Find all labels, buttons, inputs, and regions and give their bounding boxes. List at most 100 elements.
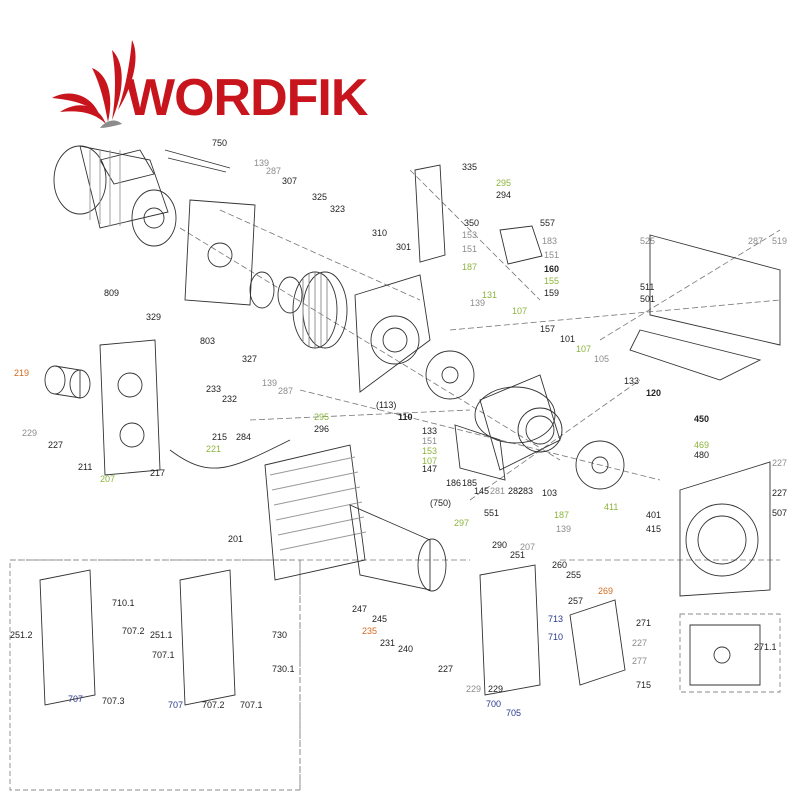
part-label: 153: [462, 230, 477, 240]
part-label: 131: [482, 290, 497, 300]
part-label: 290: [492, 540, 507, 550]
part-label: 809: [104, 288, 119, 298]
part-label: 310: [372, 228, 387, 238]
part-label: 271.1: [754, 642, 777, 652]
part-label: 551: [484, 508, 499, 518]
part-label: 705: [506, 708, 521, 718]
part-label: 207: [520, 542, 535, 552]
part-label: 107: [422, 456, 437, 466]
part-label: 229: [466, 684, 481, 694]
part-label: 247: [352, 604, 367, 614]
part-label: 183: [542, 236, 557, 246]
part-label: 287: [278, 386, 293, 396]
part-label: 151: [422, 436, 437, 446]
part-label: 519: [772, 236, 787, 246]
part-label: 227: [632, 638, 647, 648]
part-label: 803: [200, 336, 215, 346]
part-label: 707.2: [202, 700, 225, 710]
part-label: 295: [496, 178, 511, 188]
part-label: 715: [636, 680, 651, 690]
part-label: 103: [542, 488, 557, 498]
part-label: 211: [78, 462, 92, 472]
part-label: 260: [552, 560, 567, 570]
part-label: 297: [454, 518, 469, 528]
part-label: 401: [646, 510, 661, 520]
part-label: 187: [554, 510, 569, 520]
part-label: 277: [632, 656, 647, 666]
part-label: 160: [544, 264, 559, 274]
part-label: 231: [380, 638, 395, 648]
part-label: 233: [206, 384, 221, 394]
part-label: (750): [430, 498, 451, 508]
part-label: 120: [646, 388, 661, 398]
part-label: 296: [314, 424, 329, 434]
part-label: 157: [540, 324, 555, 334]
brand-name: WORDFIK: [126, 69, 368, 127]
part-label: 133: [624, 376, 639, 386]
part-label: 700: [486, 699, 501, 709]
part-label: 283: [518, 486, 533, 496]
part-label: 301: [396, 242, 411, 252]
part-label: 525: [640, 236, 655, 246]
part-label: 730: [272, 630, 287, 640]
part-label: 707: [68, 694, 83, 704]
part-label: 511: [640, 282, 654, 292]
part-label: 415: [646, 524, 661, 534]
part-label: 730.1: [272, 664, 295, 674]
part-label: 469: [694, 440, 709, 450]
part-label: 186: [446, 478, 461, 488]
part-label: 327: [242, 354, 257, 364]
part-label: 287: [748, 236, 763, 246]
part-label: 105: [594, 354, 609, 364]
part-label: 271: [636, 618, 651, 628]
part-label: 107: [512, 306, 527, 316]
part-label: 450: [694, 414, 709, 424]
part-label: 325: [312, 192, 327, 202]
part-label: 229: [488, 684, 503, 694]
part-label: 507: [772, 508, 787, 518]
part-label: 251.2: [10, 630, 33, 640]
part-label: 257: [568, 596, 583, 606]
part-label: 201: [228, 534, 243, 544]
part-label: 269: [598, 586, 613, 596]
part-label: 227: [772, 458, 787, 468]
part-label: 707: [168, 700, 183, 710]
part-label: 713: [548, 614, 563, 624]
part-label: 139: [470, 298, 485, 308]
part-label: 710: [548, 632, 563, 642]
part-label: 750: [212, 138, 227, 148]
part-label: 411: [604, 502, 618, 512]
part-label: 329: [146, 312, 161, 322]
part-label: 235: [362, 626, 377, 636]
part-label: 227: [438, 664, 453, 674]
part-label: 153: [422, 446, 437, 456]
part-label: 110: [398, 412, 413, 422]
part-label: 307: [282, 176, 297, 186]
part-label: 255: [566, 570, 581, 580]
part-label: 155: [544, 276, 559, 286]
part-label: 159: [544, 288, 559, 298]
part-label: 251.1: [150, 630, 173, 640]
part-label: 557: [540, 218, 555, 228]
part-label: 295: [314, 412, 329, 422]
part-label: 145: [474, 486, 489, 496]
part-label: 229: [22, 428, 37, 438]
part-label: 284: [236, 432, 251, 442]
part-label: 133: [422, 426, 437, 436]
part-label: 707.2: [122, 626, 145, 636]
part-label: 281: [490, 486, 505, 496]
part-label: 107: [576, 344, 591, 354]
part-label: 227: [772, 488, 787, 498]
part-label: 707.1: [240, 700, 263, 710]
part-label: 139: [254, 158, 269, 168]
part-label: 707.3: [102, 696, 125, 706]
part-label: 147: [422, 464, 437, 474]
part-label: 207: [100, 474, 115, 484]
electric-motor-drawing: [53, 145, 177, 247]
part-label: 480: [694, 450, 709, 460]
part-label: 232: [222, 394, 237, 404]
